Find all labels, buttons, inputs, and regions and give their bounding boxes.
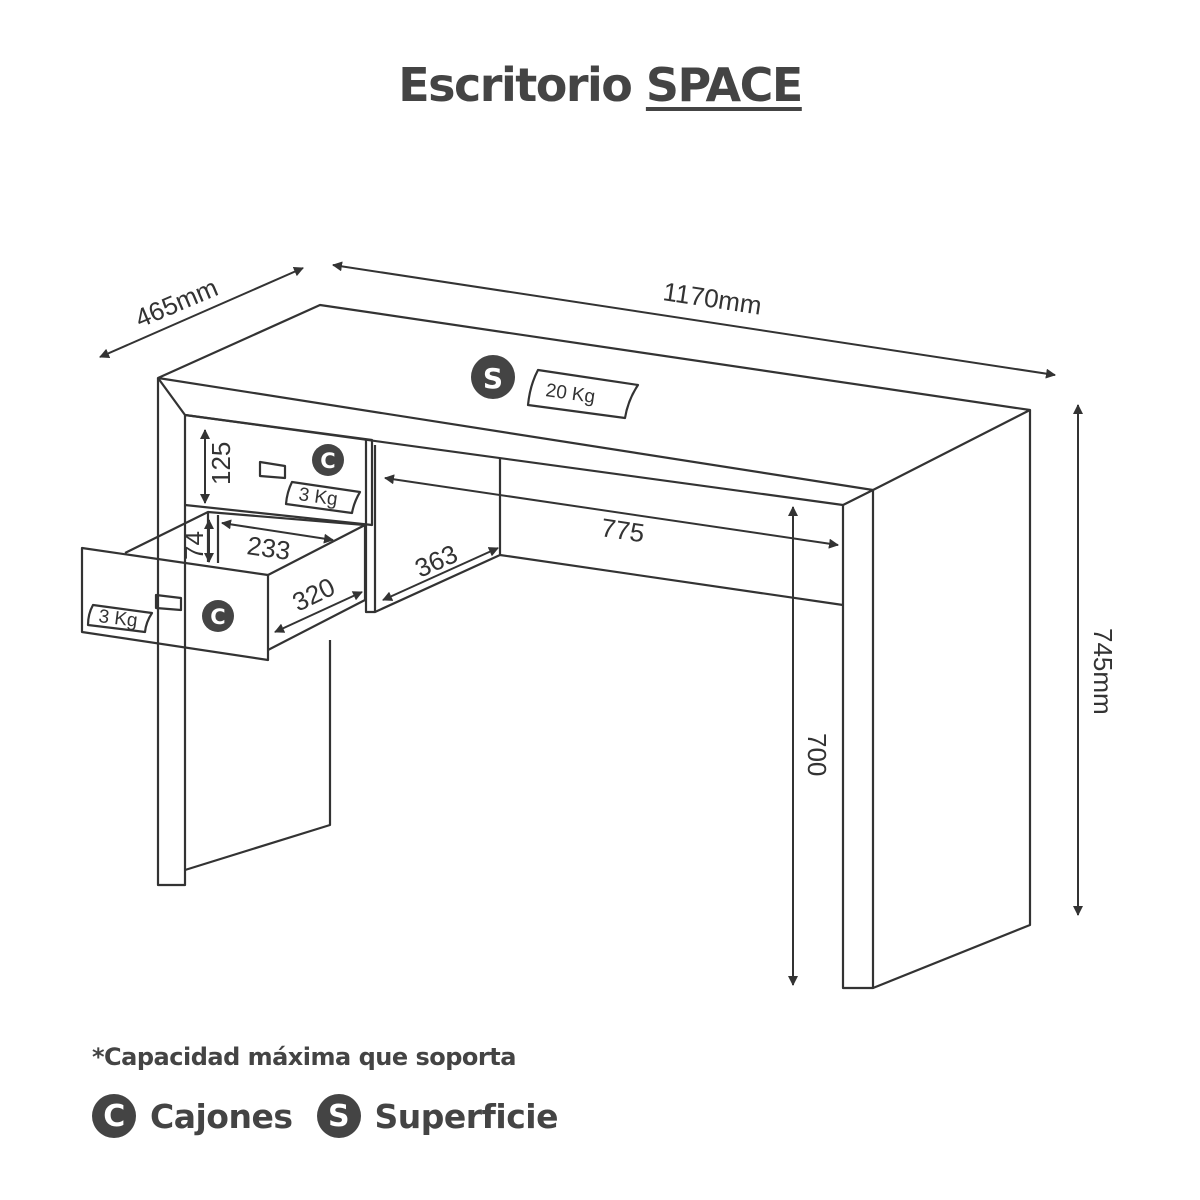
drawer-bottom-badge-letter: C bbox=[210, 605, 225, 629]
legend-drawers: Cajones bbox=[150, 1096, 293, 1136]
surface-badge-letter: S bbox=[483, 362, 503, 395]
surface-badge-icon: S bbox=[316, 1094, 361, 1138]
legend: C Cajones S Superficie bbox=[92, 1094, 558, 1138]
drawer-inner-width-label: 233 bbox=[245, 530, 292, 566]
drawer-top-capacity: C 3 Kg bbox=[284, 444, 362, 515]
drawer-height-label: 125 bbox=[206, 442, 236, 485]
width-label: 1170mm bbox=[661, 276, 764, 320]
legend-surface: Superficie bbox=[374, 1096, 559, 1136]
title-prefix: Escritorio bbox=[398, 58, 633, 112]
drawer-bottom-capacity: C 3 Kg bbox=[86, 600, 234, 634]
title-product: SPACE bbox=[645, 58, 803, 112]
desk-outline bbox=[80, 303, 1032, 990]
drawer-badge-icon bbox=[312, 444, 344, 476]
weight-tag-icon bbox=[86, 603, 154, 634]
drawer-top-badge-letter: C bbox=[320, 449, 335, 473]
surface-badge-icon bbox=[471, 355, 515, 399]
drawer-inner-height-label: 74 bbox=[179, 531, 209, 560]
dimension-lines bbox=[99, 261, 1083, 986]
weight-tag-icon bbox=[526, 368, 640, 420]
drawer-inner-depth-label: 320 bbox=[287, 571, 339, 617]
height-label: 745mm bbox=[1088, 628, 1118, 715]
weight-tag-icon bbox=[284, 480, 362, 515]
surface-capacity: S 20 Kg bbox=[471, 355, 640, 420]
leg-clearance-label: 700 bbox=[802, 733, 832, 776]
capacity-note: *Capacidad máxima que soporta bbox=[92, 1043, 516, 1071]
page-title: Escritorio SPACE bbox=[0, 58, 1200, 112]
inner-width-label: 775 bbox=[599, 512, 646, 548]
drawer-badge-icon: C bbox=[92, 1094, 136, 1138]
drawer-bottom-load: 3 Kg bbox=[97, 606, 138, 632]
surface-load: 20 Kg bbox=[544, 380, 596, 408]
drawer-badge-icon bbox=[202, 600, 234, 632]
